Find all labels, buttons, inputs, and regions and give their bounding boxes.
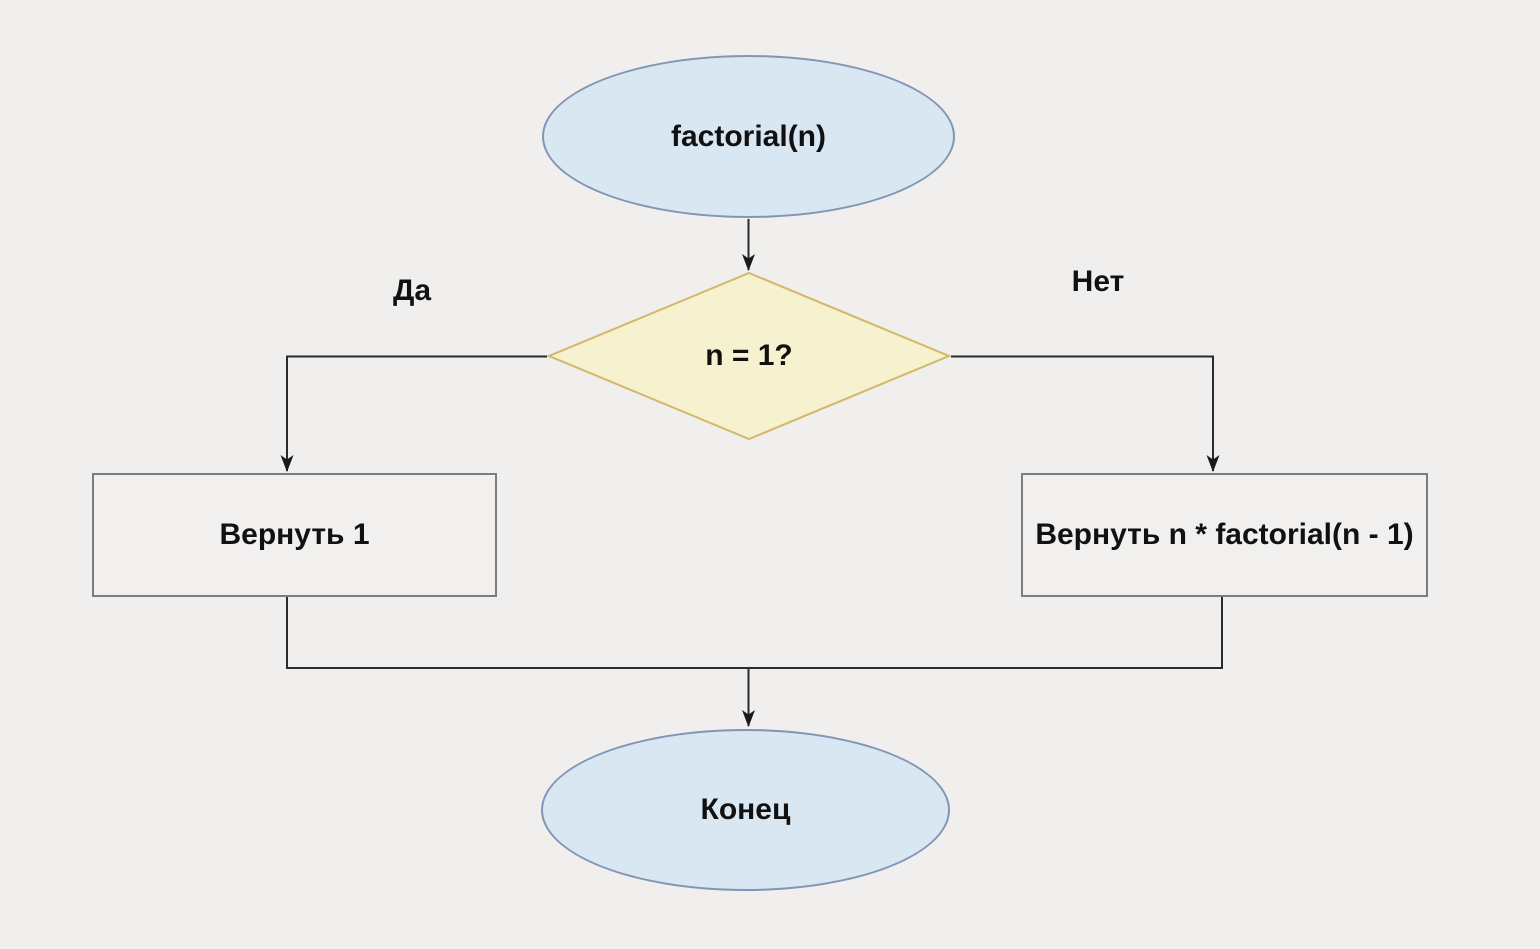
process-node-return-recursive-label: Вернуть n * factorial(n - 1) [1035, 518, 1414, 551]
connector-decision-to-return-recursive [951, 355, 1220, 472]
edge-label-no: Нет [1071, 265, 1125, 298]
process-node-return-one-label: Вернуть 1 [219, 518, 370, 551]
process-node-return-one: Вернуть 1 [92, 473, 497, 597]
process-node-return-recursive: Вернуть n * factorial(n - 1) [1021, 473, 1428, 597]
decision-node: n = 1? [547, 272, 951, 440]
end-node: Конец [541, 729, 950, 891]
diamond-shape [547, 272, 951, 440]
connector-decision-to-return-one [280, 355, 547, 472]
edge-label-yes: Да [392, 274, 432, 307]
start-node: factorial(n) [542, 55, 955, 218]
decision-node-label: n = 1? [705, 339, 793, 372]
connector-merge-rail [286, 597, 1223, 669]
start-node-label: factorial(n) [670, 119, 826, 153]
end-node-label: Конец [700, 793, 791, 826]
